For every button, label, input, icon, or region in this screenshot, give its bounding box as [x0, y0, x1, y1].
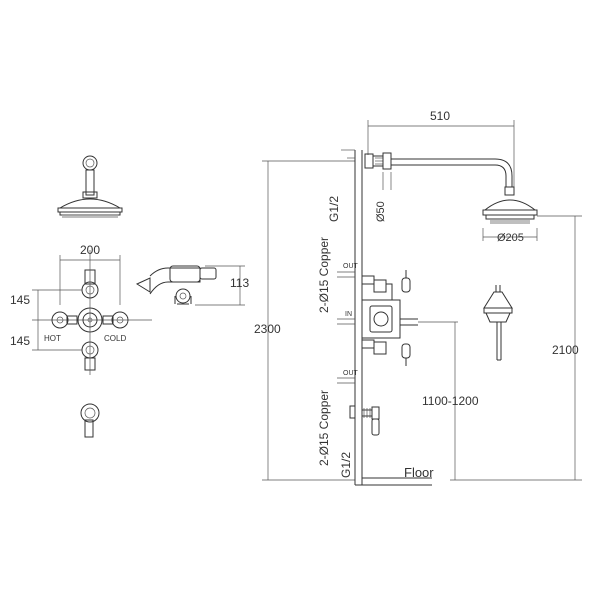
thread-top: G1/2 [327, 149, 355, 222]
dimension-113-label: 113 [230, 276, 249, 290]
dimension-arm-diameter: Ø50 [375, 172, 392, 222]
floor-label: Floor [404, 465, 434, 480]
copper-labels: 2-Ø15 Copper 2-Ø15 Copper G1/2 [317, 237, 353, 478]
valve-front-view [32, 250, 152, 375]
dimension-113: 113 [195, 265, 249, 306]
pipe-stubs: OUT IN OUT [337, 263, 359, 384]
handset-on-holder [483, 285, 513, 361]
shower-arm-and-head [364, 152, 538, 224]
in-label: IN [345, 311, 352, 318]
thread-top-label: G1/2 [327, 196, 341, 222]
thread-bottom-label: G1/2 [339, 452, 353, 478]
dimension-510: 510 [367, 109, 515, 190]
handset-side-view [135, 265, 217, 305]
valve-height-label: 1100-1200 [422, 394, 479, 408]
shower-head-front-view [57, 155, 123, 218]
arm-diameter-label: Ø50 [375, 201, 387, 222]
outlet-elbow [80, 403, 100, 438]
dimension-2100-label: 2100 [552, 343, 579, 357]
head-diameter-label: Ø205 [497, 232, 524, 244]
dimension-2100: 2100 [450, 215, 582, 481]
out-top-label: OUT [343, 263, 359, 270]
dimension-145-pair: 145 145 HOT COLD [10, 289, 126, 351]
hot-label: HOT [44, 334, 61, 343]
dimension-510-label: 510 [430, 109, 450, 123]
valve-side-view [361, 270, 458, 366]
dimension-valve-height: 1100-1200 [422, 322, 479, 480]
wall [354, 150, 432, 486]
floor: Floor [404, 465, 434, 480]
copper-bottom-label: 2-Ø15 Copper [317, 390, 331, 466]
dimension-145-upper-label: 145 [10, 293, 30, 307]
dimension-2300-label: 2300 [254, 322, 281, 336]
lower-outlet-side-view [349, 405, 380, 436]
out-bottom-label: OUT [343, 370, 359, 377]
dimension-145-lower-label: 145 [10, 334, 30, 348]
cold-label: COLD [104, 334, 126, 343]
copper-top-label: 2-Ø15 Copper [317, 237, 331, 313]
dimension-head-diameter: Ø205 [482, 228, 538, 244]
dimension-2300: 2300 [254, 160, 355, 481]
